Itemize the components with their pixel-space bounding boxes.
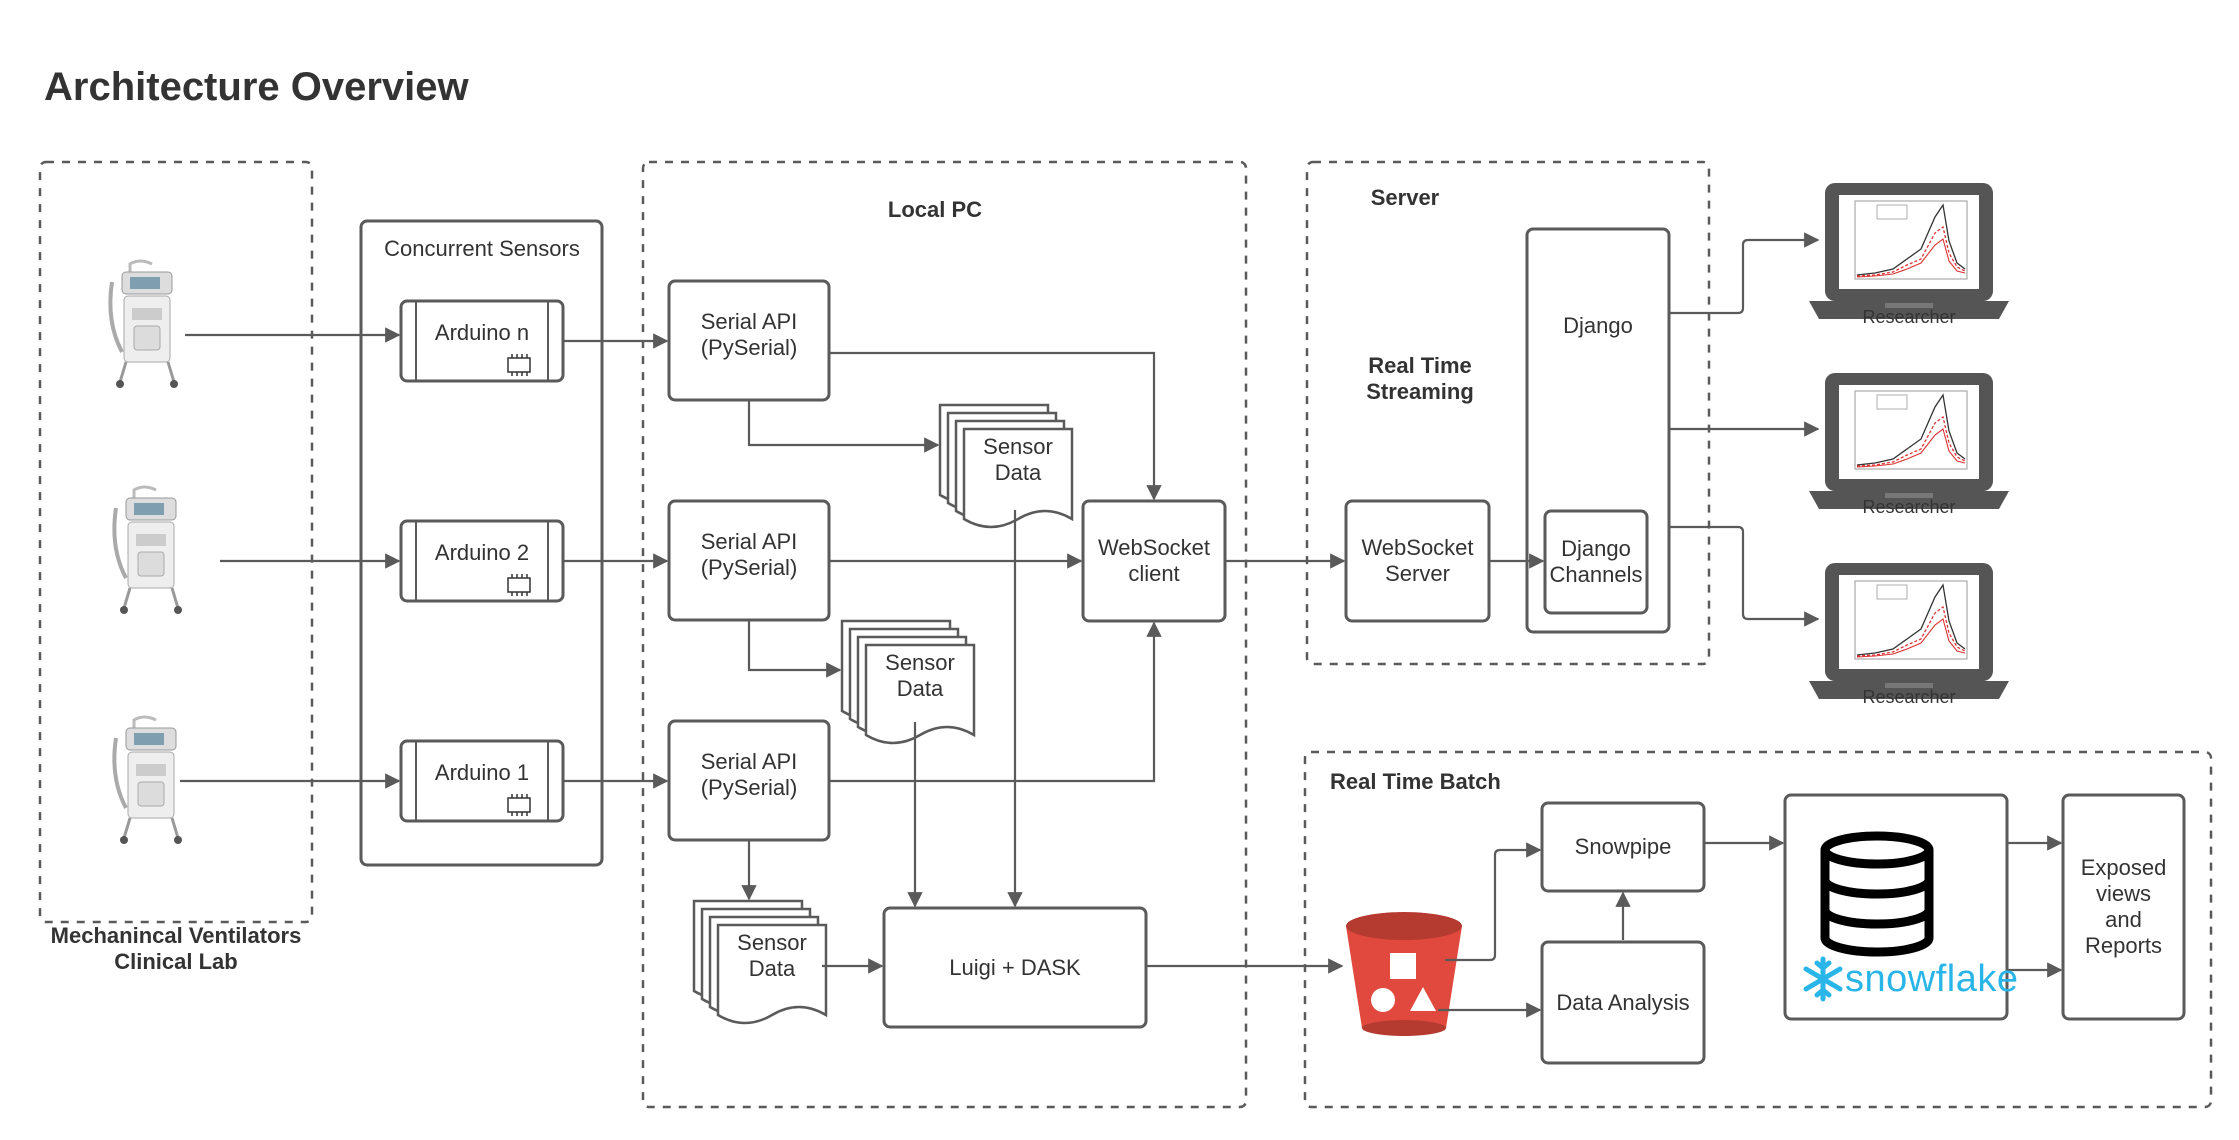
ventilator-image bbox=[112, 715, 184, 846]
luigi-dask-label: Luigi + DASK bbox=[949, 954, 1081, 980]
sensor-data-label: Sensor Data bbox=[737, 930, 807, 981]
batch-group bbox=[1303, 750, 2213, 1109]
serial-api-label: Serial API (PySerial) bbox=[700, 749, 798, 800]
server-label: Server bbox=[1370, 185, 1440, 211]
sensor-data-label: Sensor Data bbox=[885, 650, 955, 701]
snowpipe-box bbox=[1540, 801, 1706, 893]
django-channels-label: Django Channels bbox=[1549, 536, 1643, 587]
snowpipe-label: Snowpipe bbox=[1574, 834, 1672, 860]
websocket-server-label: WebSocket Server bbox=[1361, 535, 1474, 586]
researcher-label: Researcher bbox=[1862, 687, 1956, 708]
clinical-lab-group bbox=[38, 160, 314, 924]
websocket-client-label: WebSocket client bbox=[1097, 535, 1211, 586]
arduino-label: Arduino 1 bbox=[434, 760, 530, 786]
concurrent-sensors-label: Concurrent Sensors bbox=[384, 236, 580, 262]
django-channels-box bbox=[1543, 509, 1649, 615]
sensors-container bbox=[359, 219, 604, 867]
snowflake-wordmark: snowflake bbox=[1845, 957, 2019, 1000]
django-label: Django bbox=[1563, 313, 1633, 339]
exposed-views-label: Exposed views and Reports bbox=[2080, 855, 2167, 958]
real-time-batch-label: Real Time Batch bbox=[1330, 769, 1501, 795]
researcher-label: Researcher bbox=[1862, 307, 1956, 328]
page-title: Architecture Overview bbox=[44, 65, 469, 110]
data-analysis-box bbox=[1540, 940, 1706, 1065]
arduino-node bbox=[399, 299, 565, 383]
clinical-lab-label: Mechanincal Ventilators Clinical Lab bbox=[50, 923, 302, 974]
laptop-icon bbox=[1808, 562, 2010, 700]
local-pc-group bbox=[641, 160, 1248, 1109]
microchip-icon bbox=[507, 353, 531, 377]
serial-api-label: Serial API (PySerial) bbox=[700, 309, 798, 360]
microchip-icon bbox=[507, 573, 531, 597]
snowflake-logo bbox=[1803, 956, 1843, 1002]
s3-bucket-icon bbox=[1346, 912, 1462, 1036]
microchip-icon bbox=[507, 793, 531, 817]
real-time-streaming-label: Real Time Streaming bbox=[1366, 353, 1474, 404]
serial-api-label: Serial API (PySerial) bbox=[700, 529, 798, 580]
researcher-label: Researcher bbox=[1862, 497, 1956, 518]
exposed-views-box bbox=[2061, 793, 2186, 1021]
luigi-dask-box bbox=[882, 906, 1148, 1029]
arduino-label: Arduino n bbox=[434, 320, 530, 346]
laptop-icon bbox=[1808, 182, 2010, 320]
sensor-data-label: Sensor Data bbox=[983, 434, 1053, 485]
arduino-label: Arduino 2 bbox=[434, 540, 530, 566]
ventilator-image bbox=[108, 259, 180, 390]
local-pc-label: Local PC bbox=[887, 197, 983, 223]
connectors bbox=[180, 232, 2063, 1018]
data-analysis-label: Data Analysis bbox=[1556, 989, 1690, 1015]
laptop-icon bbox=[1808, 372, 2010, 510]
server-group bbox=[1305, 160, 1711, 666]
database-icon bbox=[1820, 831, 1934, 957]
ventilator-image bbox=[112, 485, 184, 616]
